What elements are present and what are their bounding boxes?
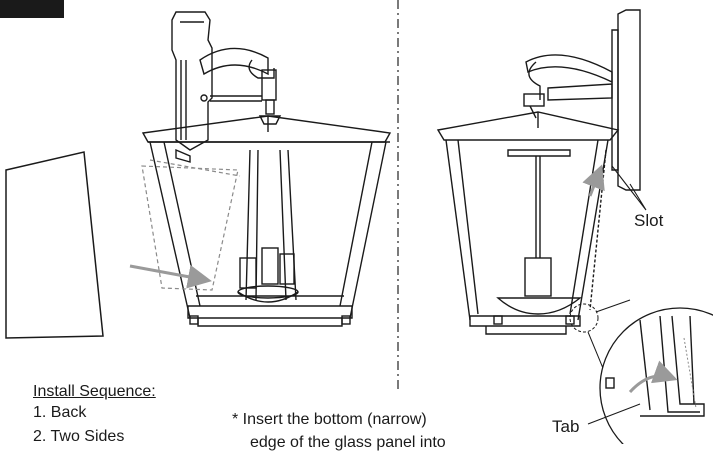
insert-arrow — [129, 264, 212, 289]
install-sequence-title: Install Sequence: — [33, 383, 156, 400]
detail-small-circle — [569, 303, 599, 333]
slot-label: Slot — [634, 211, 664, 230]
header-tab — [0, 0, 64, 18]
sequence-step-1: 1. Back — [33, 404, 87, 421]
glass-panel — [5, 151, 104, 339]
tab-label: Tab — [552, 417, 580, 436]
detail-magnified — [599, 307, 713, 444]
note-line-2: edge of the glass panel into — [250, 434, 446, 451]
tab-leader — [587, 403, 641, 425]
note-line-1: * Insert the bottom (narrow) — [232, 411, 427, 428]
left-lantern — [141, 11, 392, 327]
glass-panel-outline — [141, 165, 239, 291]
slot-leader — [611, 165, 647, 211]
right-lantern — [436, 9, 641, 335]
sequence-step-2: 2. Two Sides — [33, 428, 125, 445]
slot-arrow — [582, 164, 605, 197]
